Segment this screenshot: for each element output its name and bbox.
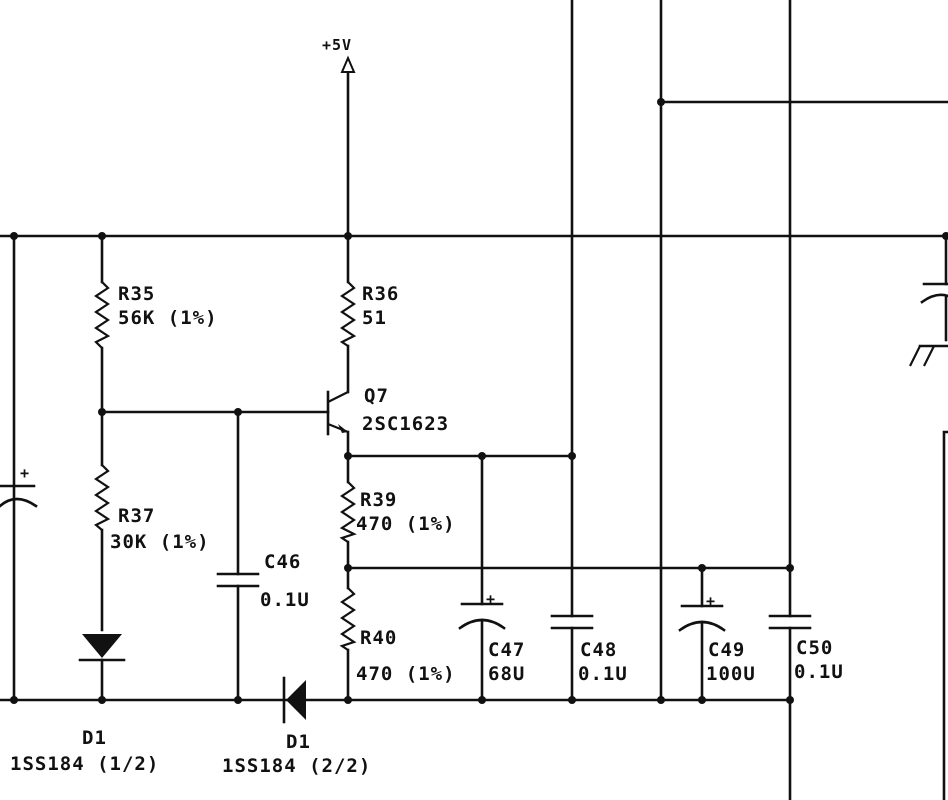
junction-dots xyxy=(10,98,948,704)
capacitor-c47: + C47 68U xyxy=(458,590,525,685)
d1b-ref: D1 xyxy=(286,731,311,753)
capacitor-c46: C46 0.1U xyxy=(216,551,310,611)
capacitor-c48: C48 0.1U xyxy=(550,614,628,685)
c46-ref: C46 xyxy=(264,551,301,573)
capacitor-c50: C50 0.1U xyxy=(768,614,844,683)
diode-d1b: D1 1SS184 (2/2) xyxy=(222,676,371,777)
d1b-value: 1SS184 (2/2) xyxy=(222,755,371,777)
resistor-r37: R37 30K (1%) xyxy=(94,464,210,553)
supply-terminal: +5V xyxy=(322,36,356,73)
capacitor-left-partial: + xyxy=(0,464,38,508)
q7-ref: Q7 xyxy=(364,385,389,407)
d1a-value: 1SS184 (1/2) xyxy=(10,753,159,775)
c50-ref: C50 xyxy=(796,637,833,659)
c46-value: 0.1U xyxy=(260,589,310,611)
r37-ref: R37 xyxy=(118,505,155,527)
r36-ref: R36 xyxy=(362,283,399,305)
capacitor-right-partial xyxy=(909,282,948,367)
resistor-r39: R39 470 (1%) xyxy=(339,481,456,543)
resistor-r35: R35 56K (1%) xyxy=(94,281,218,349)
r39-value: 470 (1%) xyxy=(356,513,456,535)
r36-value: 51 xyxy=(362,307,387,329)
c48-value: 0.1U xyxy=(578,663,628,685)
resistor-r40: R40 470 (1%) xyxy=(339,587,456,685)
capacitor-c49: + C49 100U xyxy=(678,592,756,685)
c48-ref: C48 xyxy=(580,639,617,661)
r35-ref: R35 xyxy=(118,283,155,305)
r35-value: 56K (1%) xyxy=(118,307,218,329)
left-cap-plus: + xyxy=(20,464,30,482)
c50-value: 0.1U xyxy=(794,661,844,683)
r37-value: 30K (1%) xyxy=(110,531,210,553)
supply-label: +5V xyxy=(322,36,352,54)
c49-ref: C49 xyxy=(708,639,745,661)
r39-ref: R39 xyxy=(360,489,397,511)
transistor-q7: Q7 2SC1623 xyxy=(326,385,449,436)
resistor-r36: R36 51 xyxy=(339,281,399,347)
d1a-ref: D1 xyxy=(82,727,107,749)
c49-plus: + xyxy=(706,592,716,610)
c47-ref: C47 xyxy=(488,639,525,661)
q7-value: 2SC1623 xyxy=(362,413,449,435)
c49-value: 100U xyxy=(706,663,756,685)
r40-value: 470 (1%) xyxy=(356,663,456,685)
diode-d1a: D1 1SS184 (1/2) xyxy=(10,634,159,775)
c47-value: 68U xyxy=(488,663,525,685)
r40-ref: R40 xyxy=(360,627,397,649)
c47-plus: + xyxy=(486,590,496,608)
